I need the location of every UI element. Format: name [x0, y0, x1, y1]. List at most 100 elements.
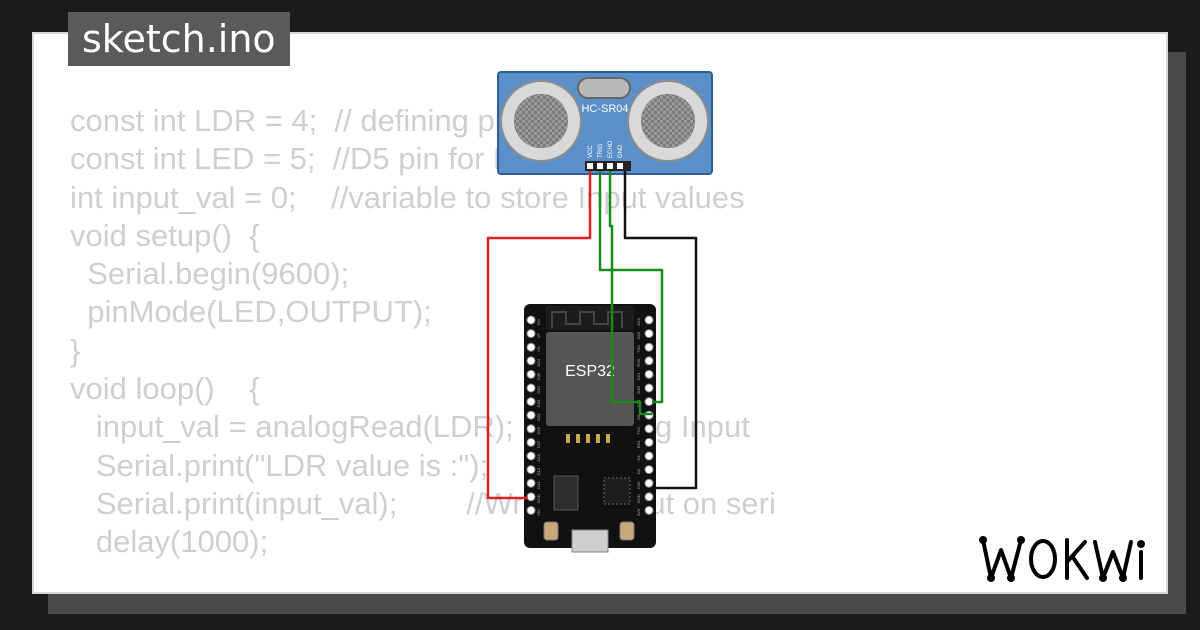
- wire-vcc[interactable]: [486, 171, 592, 500]
- esp32-pin[interactable]: [526, 492, 536, 502]
- esp32-antenna: [546, 306, 634, 330]
- esp32-contact: [566, 434, 570, 443]
- sensor-pin-vcc[interactable]: [587, 163, 593, 169]
- esp32-pin[interactable]: [526, 505, 536, 515]
- esp32-contact: [586, 434, 590, 443]
- esp32-pin[interactable]: [526, 383, 536, 393]
- wire-echo[interactable]: [608, 171, 652, 416]
- sensor-pin-label: TRIG: [598, 143, 604, 158]
- logo-dot: [1137, 540, 1145, 548]
- sensor-pin-gnd[interactable]: [617, 163, 623, 169]
- logo-letter-k: [1065, 538, 1089, 580]
- logo-dot: [1119, 574, 1127, 582]
- esp32-pin-label: D27: [536, 440, 541, 448]
- esp32-pin[interactable]: [644, 478, 654, 488]
- esp32-pin[interactable]: [526, 437, 536, 447]
- esp32-pin-label: RX0: [636, 358, 641, 367]
- esp32-usb-port: [571, 529, 609, 553]
- wire-gnd[interactable]: [623, 171, 698, 490]
- esp32-pin[interactable]: [644, 356, 654, 366]
- esp32-pin-label: D22: [636, 331, 641, 339]
- sensor-pin-label: VCC: [588, 145, 594, 158]
- esp32-pin[interactable]: [644, 369, 654, 379]
- esp32-pin[interactable]: [644, 465, 654, 475]
- code-line: pinMode(LED,OUTPUT);: [70, 294, 432, 330]
- esp32-pin-label: D34: [536, 358, 541, 366]
- sensor-pin-label: GND: [618, 144, 624, 158]
- logo-dot: [1007, 574, 1015, 582]
- esp32-pin-label: GND: [536, 494, 541, 503]
- esp32-pin-label: EN: [536, 319, 541, 325]
- esp32-pin[interactable]: [644, 505, 654, 515]
- esp32-usb-chip: [603, 477, 631, 505]
- esp32-pin[interactable]: [526, 424, 536, 434]
- esp32-pin-label: D35: [536, 372, 541, 380]
- esp32-contact: [576, 434, 580, 443]
- esp32-pin[interactable]: [526, 342, 536, 352]
- logo-dot: [987, 574, 995, 582]
- esp32-pin-label: VP: [536, 333, 541, 339]
- esp32-pin-label: D26: [536, 426, 541, 434]
- esp32-pin-label: D2: [636, 468, 641, 474]
- code-line: Serial.print("LDR value is :");: [70, 447, 489, 483]
- esp32-pin-label: TX2: [636, 426, 641, 434]
- esp32-pin-label: 3V3: [636, 508, 641, 516]
- code-line: delay(1000);: [70, 524, 269, 560]
- file-tab-label: sketch.ino: [82, 17, 276, 61]
- logo-letter-o: [1029, 539, 1057, 579]
- sensor-pin-trig[interactable]: [597, 163, 603, 169]
- wokwi-logo: [979, 536, 1145, 582]
- esp32-pin[interactable]: [526, 478, 536, 488]
- logo-dot: [1099, 574, 1107, 582]
- wire-trig[interactable]: [598, 171, 664, 404]
- esp32-pin-label: D19: [636, 386, 641, 394]
- esp32-reset-button[interactable]: [619, 521, 635, 541]
- file-tab[interactable]: sketch.ino: [68, 12, 290, 66]
- esp32-pin[interactable]: [526, 356, 536, 366]
- esp32-pin[interactable]: [526, 315, 536, 325]
- hc-sr04-sensor[interactable]: HC-SR04 VCC TRIG ECHO GND: [497, 71, 713, 175]
- esp32-pin-label: RX2: [636, 440, 641, 449]
- esp32-pin[interactable]: [526, 410, 536, 420]
- esp32-pin[interactable]: [644, 451, 654, 461]
- sensor-crystal: [577, 77, 631, 99]
- esp32-pin[interactable]: [644, 437, 654, 447]
- esp32-pin[interactable]: [526, 465, 536, 475]
- esp32-pin[interactable]: [644, 492, 654, 502]
- code-line: }: [70, 332, 81, 368]
- esp32-left-pins: ENVPVND34D35D32D33D25D26D27D14D12D13GNDV…: [526, 315, 541, 516]
- esp32-pin-label: D14: [536, 454, 541, 462]
- esp32-pin[interactable]: [526, 329, 536, 339]
- esp32-pin-label: D13: [536, 481, 541, 489]
- esp32-pin[interactable]: [644, 342, 654, 352]
- esp32-pin[interactable]: [526, 369, 536, 379]
- esp32-pin[interactable]: [644, 329, 654, 339]
- esp32-pin[interactable]: [644, 383, 654, 393]
- esp32-pin[interactable]: [526, 451, 536, 461]
- sensor-label: HC-SR04: [581, 103, 628, 115]
- sensor-mesh-texture-left: [514, 94, 568, 148]
- esp32-right-pins: D23D22TX0RX0D21D19D18D5TX2RX2D4D2D15GND3…: [636, 315, 654, 516]
- esp32-antenna-trace: [551, 311, 623, 328]
- wires: [486, 171, 698, 500]
- esp32-pin[interactable]: [644, 315, 654, 325]
- sensor-pin-echo[interactable]: [607, 163, 613, 169]
- code-line: Serial.begin(9600);: [70, 256, 350, 292]
- esp32-pin-label: VN: [536, 346, 541, 352]
- esp32-pin[interactable]: [644, 397, 654, 407]
- esp32-pin[interactable]: [644, 424, 654, 434]
- esp32-contact: [596, 434, 600, 443]
- esp32-pin-label: D33: [536, 399, 541, 407]
- esp32-pin-label: GND: [636, 494, 641, 503]
- code-line: void setup() {: [70, 217, 260, 253]
- logo-dot: [979, 536, 987, 544]
- esp32-boot-button[interactable]: [543, 521, 559, 541]
- esp32-pin[interactable]: [526, 397, 536, 407]
- esp32-contact: [606, 434, 610, 443]
- esp32-board[interactable]: ESP32 ENVPVND34D35D32D33D25D26D27D14D12D…: [524, 304, 656, 553]
- esp32-pin-label: VIN: [536, 509, 541, 516]
- esp32-pin-label: D15: [636, 481, 641, 489]
- esp32-pin-label: D12: [536, 467, 541, 475]
- esp32-regulator: [553, 475, 579, 511]
- logo-letter-w2: [1093, 540, 1133, 580]
